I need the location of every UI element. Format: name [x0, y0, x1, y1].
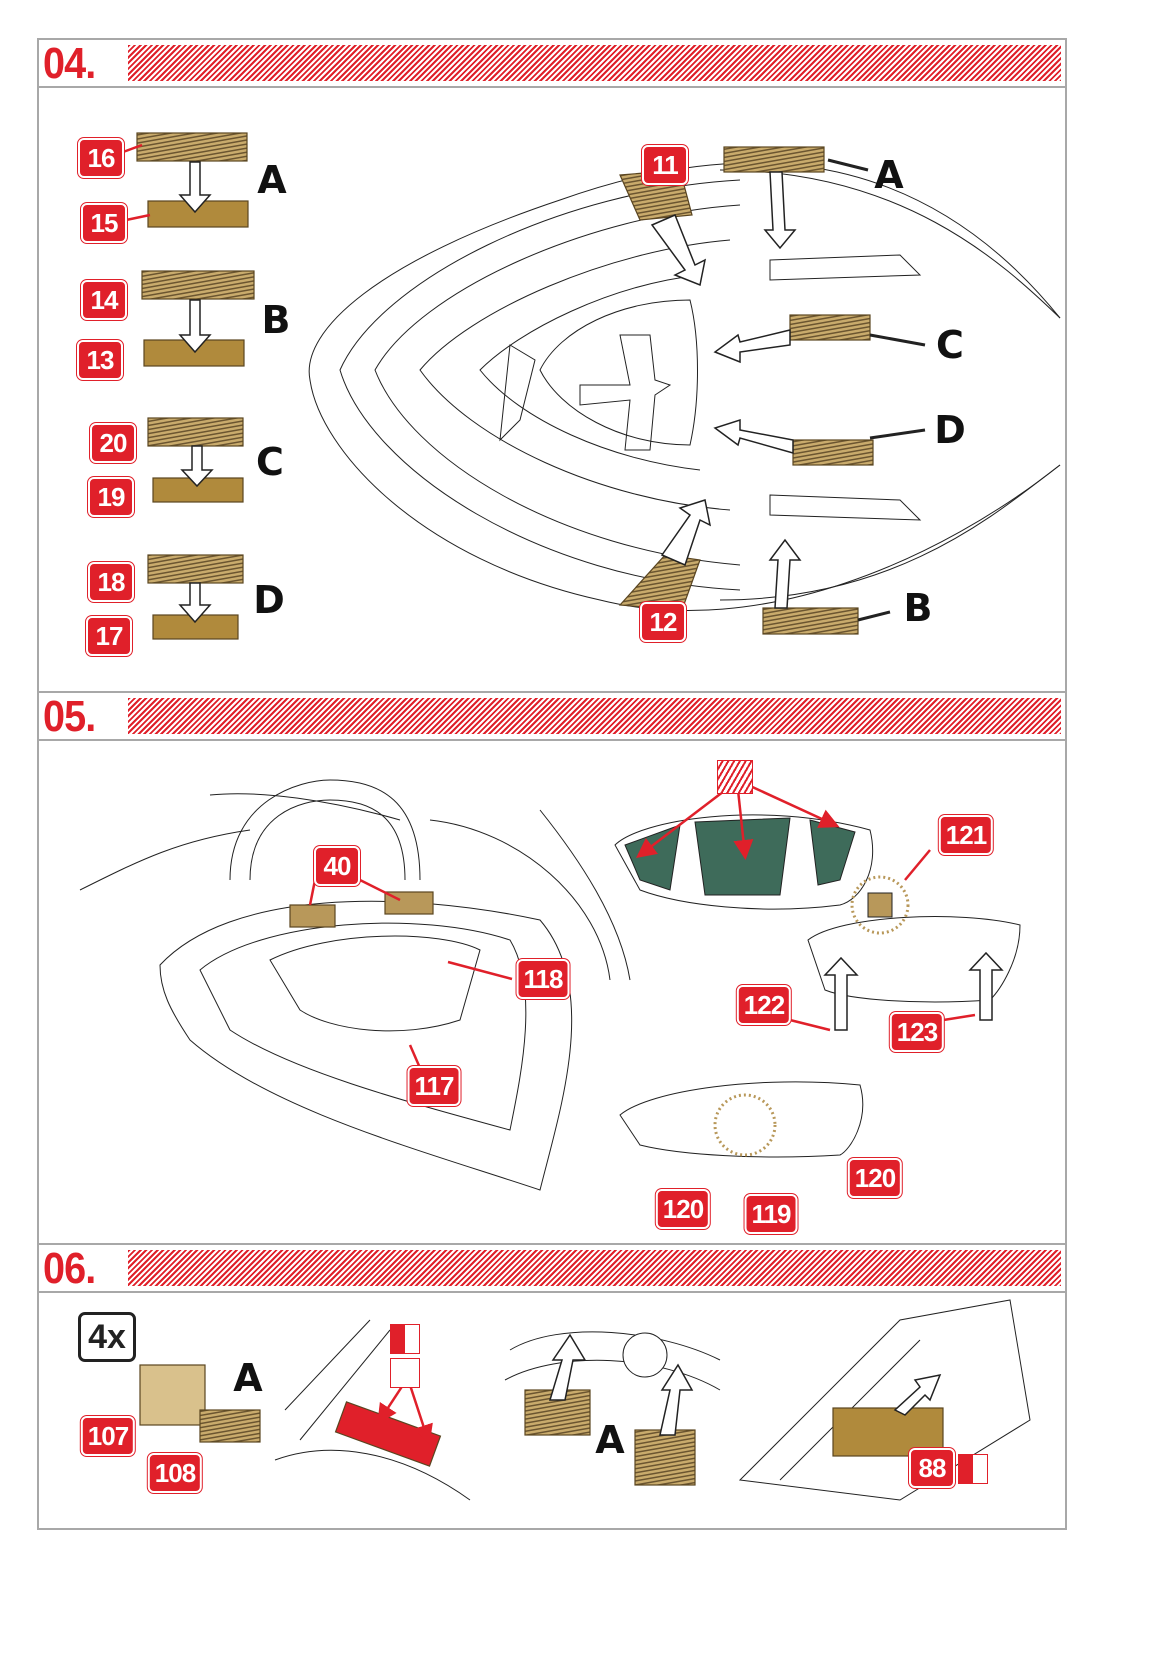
step-number: 06. — [43, 1244, 96, 1293]
sub-assembly-letter: D — [934, 408, 966, 452]
part-badge: 11 — [642, 145, 688, 185]
part-badge: 118 — [516, 959, 570, 999]
step-header-06: 06. — [37, 1243, 1067, 1293]
cut-icon — [390, 1324, 420, 1354]
sub-assembly-letter: C — [936, 323, 964, 367]
hatched-bar — [128, 698, 1061, 734]
part-badge: 15 — [81, 203, 127, 243]
glue-icon — [390, 1358, 420, 1388]
part-badge: 120 — [847, 1158, 903, 1198]
part-badge: 19 — [88, 477, 134, 517]
part-badge: 20 — [90, 423, 136, 463]
sub-assembly-letter: A — [233, 1356, 263, 1400]
leader-lines — [827, 158, 926, 622]
step-number: 04. — [43, 39, 96, 88]
sub-assembly-letter: D — [253, 578, 285, 622]
sub-assembly-letter: A — [595, 1418, 625, 1462]
part-badge: 120 — [655, 1189, 711, 1229]
part-badge: 18 — [88, 562, 134, 602]
part-badge: 17 — [86, 616, 132, 656]
part-badge: 117 — [407, 1066, 461, 1106]
part-badge: 14 — [81, 280, 127, 320]
part-badge: 108 — [147, 1453, 203, 1493]
hatched-bar — [128, 45, 1061, 81]
part-badge: 121 — [938, 815, 994, 855]
step-header-05: 05. — [37, 691, 1067, 741]
part-badge: 122 — [736, 985, 792, 1025]
step-number: 05. — [43, 692, 96, 741]
part-badge: 16 — [78, 138, 124, 178]
assembly-arrows — [178, 161, 1004, 1436]
part-badge: 88 — [909, 1448, 955, 1488]
cut-icon — [958, 1454, 988, 1484]
paint-icon — [717, 760, 753, 794]
quantity-badge: 4x — [78, 1312, 136, 1362]
part-badge: 13 — [77, 340, 123, 380]
part-badge: 12 — [640, 602, 686, 642]
sub-assembly-letter: B — [903, 586, 933, 630]
part-badge: 40 — [314, 846, 360, 886]
sub-assembly-letter: A — [257, 158, 287, 202]
hull-details — [274, 1299, 1031, 1501]
sub-assembly-letter: B — [261, 298, 291, 342]
window-panels — [614, 814, 1021, 1158]
part-badge: 119 — [744, 1194, 798, 1234]
bridge-diagram — [79, 779, 631, 1191]
hatched-bar — [128, 1250, 1061, 1286]
part-badge: 123 — [889, 1012, 945, 1052]
step-header-04: 04. — [37, 38, 1067, 88]
part-badge: 107 — [80, 1416, 136, 1456]
sub-assembly-letter: A — [874, 153, 904, 197]
sub-assembly-letter: C — [256, 440, 284, 484]
